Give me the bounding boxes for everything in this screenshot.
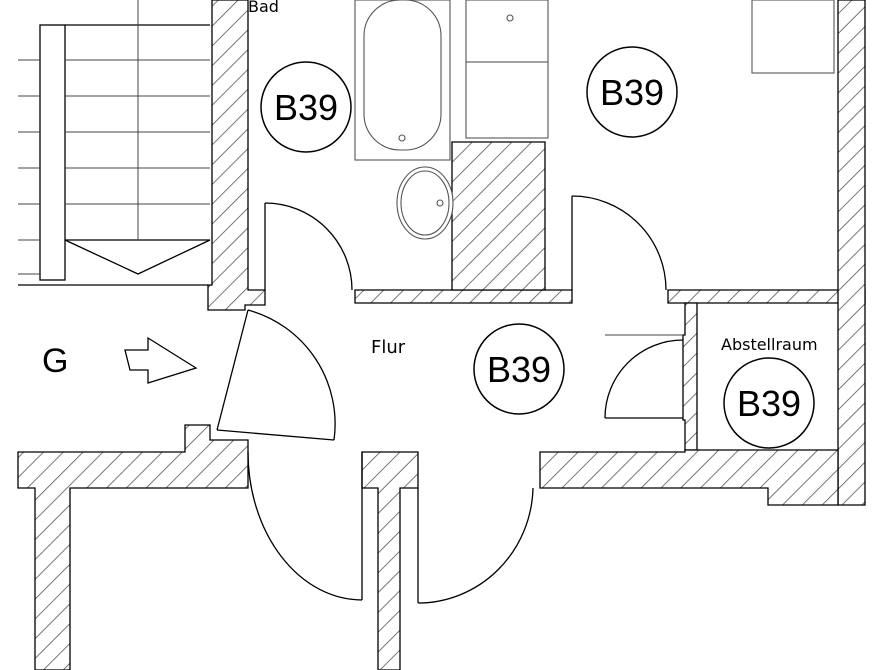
- entrance-label: G: [42, 342, 68, 380]
- entrance-arrow-icon: [124, 336, 198, 384]
- door-lower-right[interactable]: [417, 487, 534, 604]
- wall-storage-bottom: [539, 449, 839, 506]
- wall-room-bottom: [667, 289, 866, 304]
- door-entrance[interactable]: [216, 309, 336, 441]
- unit-badge-upper-right: B39: [586, 46, 678, 138]
- door-storage[interactable]: [604, 334, 684, 419]
- room-label-bad: Bad: [248, 0, 279, 16]
- door-room[interactable]: [571, 195, 667, 291]
- wall-right-exterior: [837, 0, 866, 506]
- wall-bad-bottom: [354, 289, 573, 304]
- cabinet: [751, 0, 835, 74]
- unit-badge-flur-text: B39: [487, 349, 551, 390]
- wall-bad-right: [451, 141, 546, 291]
- toilet-icon: [396, 166, 454, 240]
- bathtub-icon: [354, 0, 451, 161]
- unit-badge-flur: B39: [473, 323, 565, 415]
- unit-badge-bad-text: B39: [274, 87, 338, 128]
- wall-lower-middle: [361, 451, 419, 670]
- washbasin-icon: [465, 0, 549, 139]
- walls: [17, 0, 866, 670]
- unit-badge-abstellraum-text: B39: [737, 383, 801, 424]
- unit-badge-abstellraum: B39: [723, 357, 815, 449]
- room-label-abstellraum: Abstellraum: [721, 335, 818, 354]
- door-lower-left[interactable]: [247, 451, 363, 601]
- staircase: [18, 0, 211, 286]
- door-bad[interactable]: [264, 202, 353, 291]
- unit-badge-upper-right-text: B39: [600, 72, 664, 113]
- wall-storage-left: [682, 302, 698, 451]
- wall-lower-left: [17, 424, 249, 670]
- unit-badge-bad: B39: [260, 61, 352, 153]
- wall-bad-left: [207, 0, 266, 311]
- room-label-flur: Flur: [371, 337, 406, 358]
